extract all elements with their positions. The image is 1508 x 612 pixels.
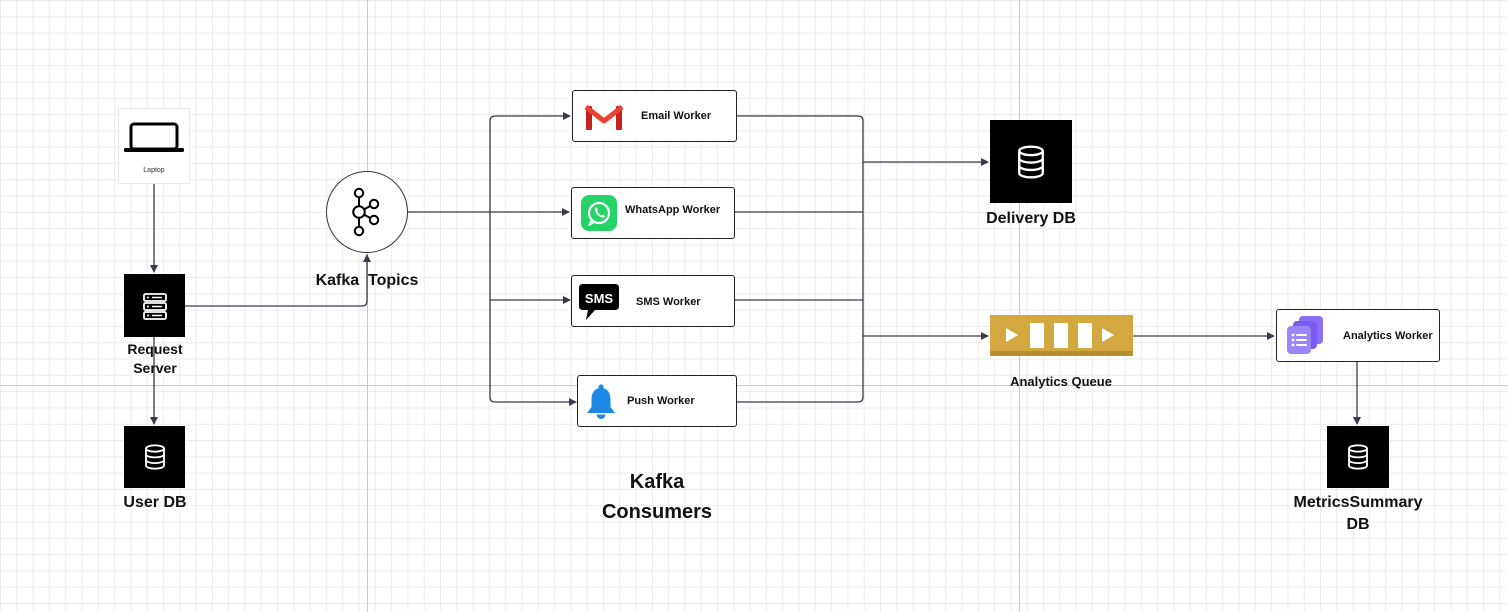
forms-icon (1287, 316, 1323, 354)
sms-icon-text: SMS (585, 291, 614, 306)
whatsapp-worker-label: WhatsApp Worker (625, 204, 721, 216)
request-server-label: Request Server (127, 341, 183, 376)
delivery-db-node[interactable] (990, 120, 1072, 203)
sms-worker-node[interactable]: SMS SMS Worker (571, 275, 735, 327)
analytics-queue-node[interactable] (990, 315, 1133, 356)
database-icon (1348, 444, 1368, 470)
sms-worker-label: SMS Worker (636, 296, 701, 308)
kafka-topics-node[interactable] (326, 171, 408, 253)
queue-icon (990, 315, 1133, 356)
edge-email-out (736, 115, 864, 403)
analytics-worker-label: Analytics Worker (1343, 330, 1433, 342)
laptop-node[interactable]: Laptop (119, 109, 189, 183)
whatsapp-icon (581, 195, 617, 231)
laptop-icon (124, 122, 184, 152)
email-worker-label: Email Worker (641, 110, 712, 122)
kafka-consumers-label: Kafka Consumers (601, 471, 713, 523)
analytics-worker-node[interactable]: Analytics Worker (1276, 309, 1440, 362)
email-worker-node[interactable]: Email Worker (572, 90, 737, 142)
metrics-summary-db-node[interactable] (1327, 426, 1389, 488)
metrics-summary-db-label: MetricsSummary DB (1293, 494, 1423, 533)
request-server-node[interactable] (124, 274, 185, 337)
edge-kafka-bus (489, 115, 496, 403)
push-worker-node[interactable]: Push Worker (577, 375, 737, 427)
database-icon (144, 444, 165, 470)
server-icon (142, 292, 167, 320)
edge-request-server-to-kafka (185, 254, 371, 307)
kafka-topics-label: Kafka Topics (315, 272, 419, 289)
analytics-queue-label: Analytics Queue (1010, 374, 1112, 389)
database-icon (1018, 145, 1044, 178)
user-db-label: User DB (123, 494, 187, 511)
user-db-node[interactable] (124, 426, 185, 488)
laptop-label: Laptop (143, 167, 165, 174)
delivery-db-label: Delivery DB (986, 210, 1076, 227)
gmail-icon (584, 105, 624, 130)
kafka-icon (351, 187, 379, 236)
bell-icon (587, 384, 615, 419)
push-worker-label: Push Worker (627, 395, 695, 407)
sms-icon: SMS (579, 284, 619, 320)
whatsapp-worker-node[interactable]: WhatsApp Worker (571, 187, 735, 239)
